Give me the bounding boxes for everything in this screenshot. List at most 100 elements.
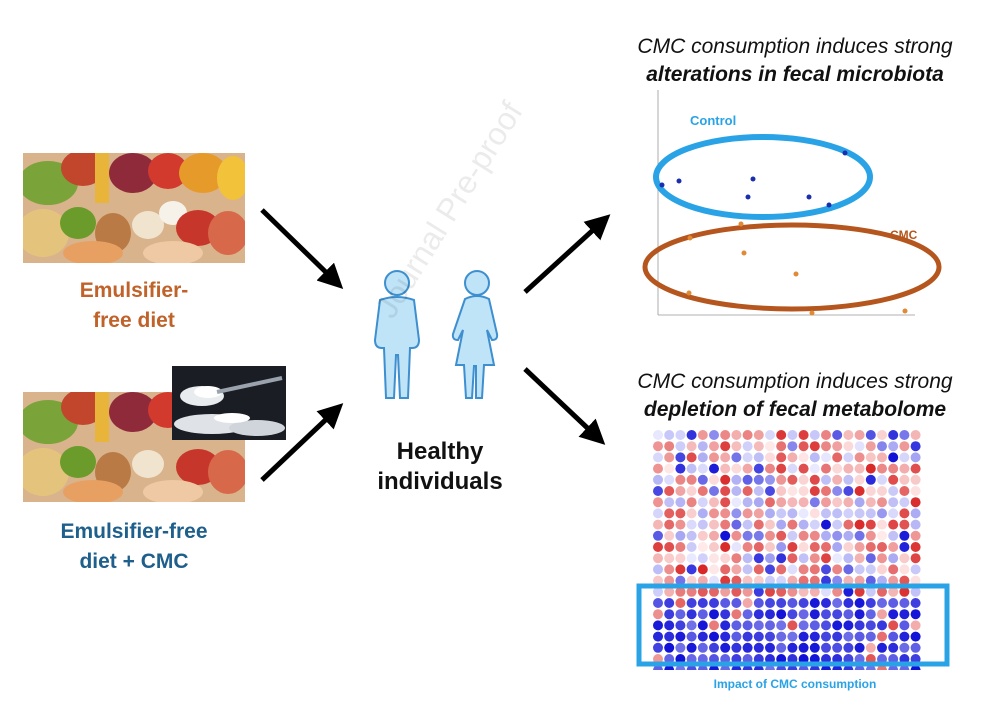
heatmap-cell bbox=[720, 575, 731, 586]
heatmap-cell bbox=[697, 542, 708, 552]
heatmap-cell bbox=[776, 553, 787, 564]
heatmap-cell bbox=[809, 441, 820, 452]
heatmap-cell bbox=[910, 486, 921, 496]
heatmap-cell bbox=[765, 474, 775, 485]
heatmap-cell bbox=[664, 564, 675, 575]
heatmap-cell bbox=[664, 642, 675, 653]
heatmap-cell bbox=[697, 497, 708, 508]
heatmap-cell bbox=[854, 519, 865, 530]
heatmap-cell bbox=[843, 474, 854, 485]
heatmap-cell bbox=[798, 586, 809, 597]
heatmap-cell bbox=[731, 497, 742, 508]
cmc-point bbox=[809, 310, 815, 316]
heatmap-cell bbox=[865, 575, 876, 586]
heatmap-cell bbox=[888, 463, 899, 474]
heatmap-cell bbox=[843, 486, 854, 496]
heatmap-cell bbox=[877, 586, 887, 597]
heatmap-cell bbox=[697, 620, 708, 631]
heatmap-cell bbox=[731, 452, 742, 463]
heatmap-cell bbox=[709, 463, 719, 474]
control-point bbox=[750, 176, 756, 182]
center-label-line1: Healthy bbox=[396, 438, 484, 465]
heatmap-cell bbox=[798, 542, 809, 552]
heatmap-cell bbox=[709, 586, 719, 597]
heatmap-cell bbox=[765, 441, 775, 452]
heatmap-cell bbox=[765, 430, 775, 440]
heatmap-cell bbox=[854, 486, 865, 496]
heatmap-cell bbox=[697, 441, 708, 452]
heatmap-cell bbox=[854, 631, 865, 642]
heatmap-cell bbox=[854, 609, 865, 620]
heatmap-cell bbox=[709, 486, 719, 496]
heatmap-cell bbox=[675, 564, 686, 575]
food-image-2 bbox=[23, 392, 245, 502]
heatmap-cell bbox=[720, 530, 731, 541]
cmc-point bbox=[741, 250, 747, 256]
heatmap-cell bbox=[742, 553, 753, 564]
heatmap-cell bbox=[865, 486, 876, 496]
heatmap-cell bbox=[888, 620, 899, 631]
heatmap-cell bbox=[910, 474, 921, 485]
heatmap-cell bbox=[709, 642, 719, 653]
heatmap-cell bbox=[686, 519, 697, 530]
heatmap-cell bbox=[742, 497, 753, 508]
heatmap-cell bbox=[720, 508, 731, 519]
heatmap-cell bbox=[809, 486, 820, 496]
heatmap-cell bbox=[675, 598, 686, 608]
heatmap-cell bbox=[832, 463, 843, 474]
heatmap-cell bbox=[776, 542, 787, 552]
heatmap-cell bbox=[720, 441, 731, 452]
heatmap-cell bbox=[664, 542, 675, 552]
heatmap-cell bbox=[809, 575, 820, 586]
heatmap-cell bbox=[910, 553, 921, 564]
heatmap-cell bbox=[653, 441, 663, 452]
heatmap-cell bbox=[910, 620, 921, 631]
heatmap-cell bbox=[888, 598, 899, 608]
heatmap-cell bbox=[776, 620, 787, 631]
heatmap-cell bbox=[899, 530, 910, 541]
heatmap-cell bbox=[776, 474, 787, 485]
heatmap-cell bbox=[821, 609, 831, 620]
heatmap-cell bbox=[809, 553, 820, 564]
heatmap-cell bbox=[821, 486, 831, 496]
heatmap-cell bbox=[787, 564, 798, 575]
diet-1-label-line1: Emulsifier- bbox=[79, 279, 189, 302]
heatmap-cell bbox=[653, 542, 663, 552]
heatmap-cell bbox=[776, 508, 787, 519]
heatmap-cell bbox=[686, 553, 697, 564]
heatmap-cell bbox=[899, 441, 910, 452]
heatmap-cell bbox=[709, 564, 719, 575]
heatmap-cell bbox=[709, 542, 719, 552]
heatmap-cell bbox=[753, 598, 764, 608]
heatmap-cell bbox=[865, 642, 876, 653]
heatmap-cell bbox=[877, 542, 887, 552]
heatmap-cell bbox=[899, 474, 910, 485]
heatmap-cell bbox=[742, 430, 753, 440]
heatmap-cell bbox=[798, 452, 809, 463]
heatmap-cell bbox=[910, 564, 921, 575]
heatmap-cell bbox=[675, 508, 686, 519]
heatmap-cell bbox=[899, 598, 910, 608]
heatmap-cell bbox=[720, 452, 731, 463]
heatmap-cell bbox=[821, 598, 831, 608]
heatmap-cell bbox=[910, 430, 921, 440]
heatmap-cell bbox=[877, 486, 887, 496]
metabolome-headline: CMC consumption induces strong depletion… bbox=[595, 368, 995, 424]
heatmap-cell bbox=[809, 452, 820, 463]
heatmap-cell bbox=[877, 620, 887, 631]
heatmap-cell bbox=[753, 497, 764, 508]
heatmap-cell bbox=[765, 575, 775, 586]
heatmap-cell bbox=[675, 542, 686, 552]
heatmap-cell bbox=[843, 598, 854, 608]
heatmap-cell bbox=[798, 508, 809, 519]
heatmap-cell bbox=[776, 586, 787, 597]
heatmap-cell bbox=[787, 508, 798, 519]
heatmap-cell bbox=[686, 508, 697, 519]
heatmap-cell bbox=[720, 463, 731, 474]
heatmap-cell bbox=[720, 474, 731, 485]
heatmap-cell bbox=[742, 631, 753, 642]
heatmap-cell bbox=[787, 609, 798, 620]
heatmap-cell bbox=[675, 609, 686, 620]
heatmap-cell bbox=[787, 575, 798, 586]
heatmap-cell bbox=[697, 519, 708, 530]
